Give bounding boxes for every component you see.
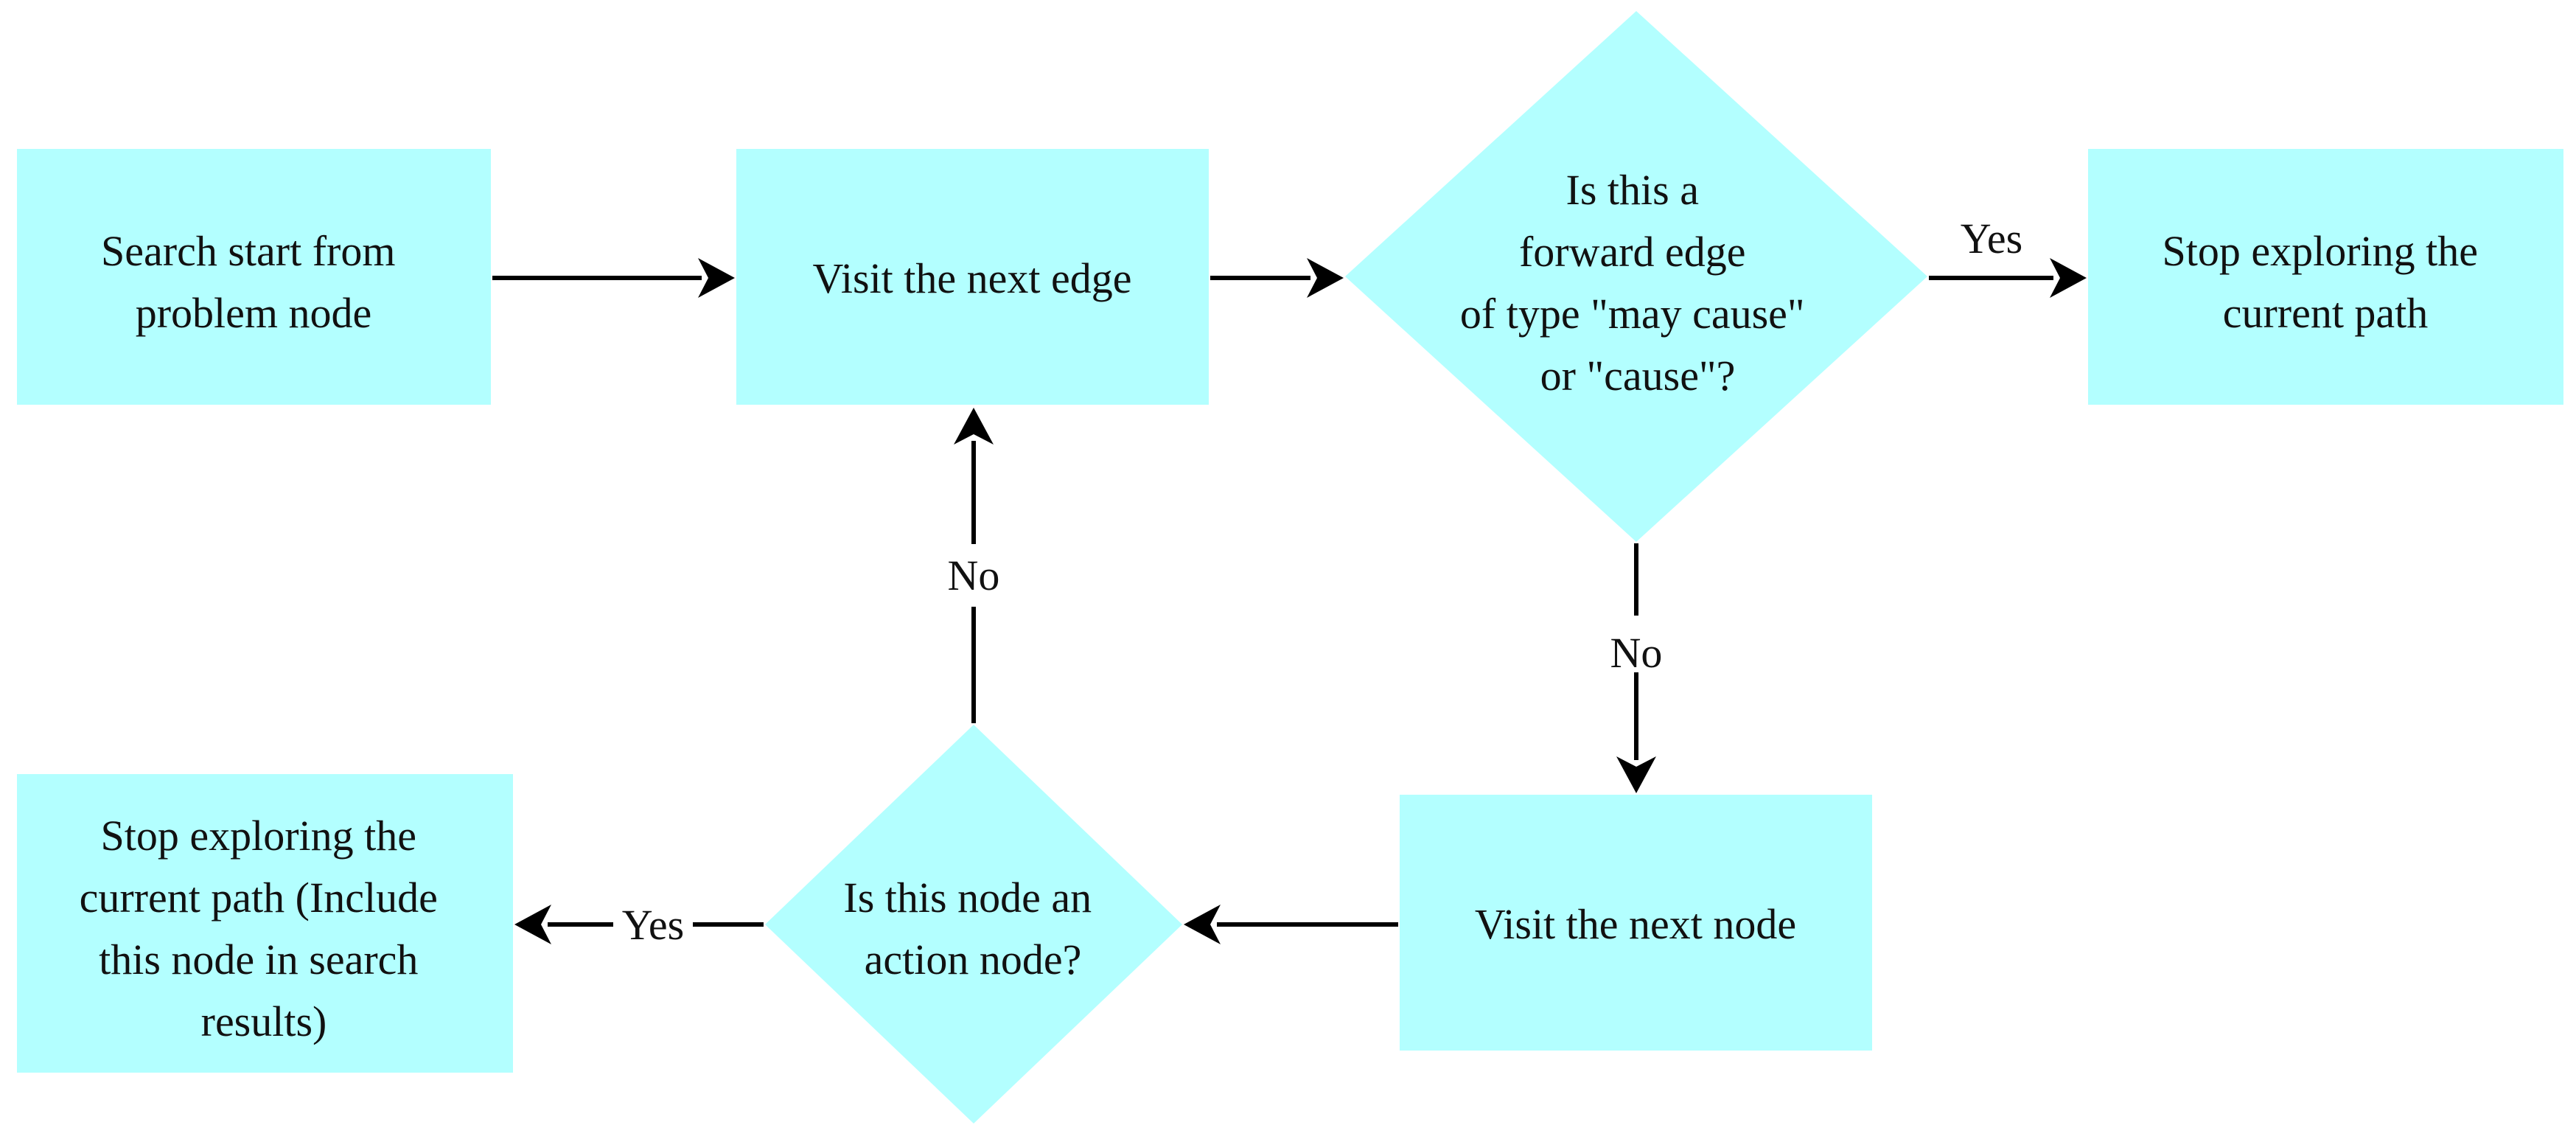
decision-action-node-diamond <box>765 725 1182 1124</box>
edge-start-to-visit-edge <box>492 258 735 298</box>
node-visit-next-edge-text: Visit the next edge <box>812 254 1131 302</box>
decision-action-node-line-1: Is this node an <box>843 874 1092 922</box>
decision-action-node-line-2: action node? <box>865 936 1082 983</box>
node-stop-include-result-line-3: this node in search <box>99 936 418 983</box>
decision-action-node: Is this node an action node? <box>765 725 1182 1124</box>
edge-action-no: No <box>948 408 1000 723</box>
node-stop-include-result-line-2: current path (Include <box>80 874 438 922</box>
node-search-start-box <box>17 149 491 405</box>
edge-decision-no: No <box>1610 543 1663 793</box>
node-search-start: Search start from problem node <box>17 149 491 405</box>
edge-decision-no-label: No <box>1610 629 1663 677</box>
node-stop-include-result-line-1: Stop exploring the <box>100 812 416 860</box>
node-stop-current-path-text: Stop exploring the current path <box>2162 227 2488 337</box>
node-stop-current-path-line-1: Stop exploring the <box>2162 227 2478 275</box>
node-stop-current-path: Stop exploring the current path <box>2088 149 2563 405</box>
edge-action-yes-arrowhead <box>514 905 551 944</box>
node-visit-next-edge-box <box>736 149 1209 405</box>
decision-forward-edge: Is this a forward edge of type "may caus… <box>1345 11 1927 542</box>
node-visit-next-edge-line-1: Visit the next edge <box>812 254 1131 302</box>
node-stop-include-result: Stop exploring the current path (Include… <box>17 774 513 1073</box>
decision-forward-edge-diamond <box>1345 11 1927 542</box>
node-visit-next-edge: Visit the next edge <box>736 149 1209 405</box>
node-visit-next-node-box <box>1400 795 1872 1051</box>
node-search-start-line-2: problem node <box>136 289 372 337</box>
edge-visit-edge-to-decision <box>1210 258 1344 298</box>
decision-forward-edge-line-1: Is this a <box>1566 166 1699 214</box>
node-stop-include-result-line-4: results) <box>201 997 327 1045</box>
edge-visit-node-to-action-decision <box>1184 905 1398 944</box>
node-visit-next-node-text: Visit the next node <box>1475 900 1796 948</box>
edge-action-no-label: No <box>948 551 1000 599</box>
decision-forward-edge-line-4: or "cause"? <box>1540 352 1736 400</box>
node-stop-current-path-line-2: current path <box>2223 289 2429 337</box>
edge-action-yes-label: Yes <box>622 901 684 949</box>
edge-decision-no-arrowhead <box>1616 756 1656 793</box>
edge-decision-yes-label: Yes <box>1961 215 2022 262</box>
edge-action-yes: Yes <box>514 901 764 949</box>
edge-decision-yes: Yes <box>1929 215 2087 298</box>
node-visit-next-node-line-1: Visit the next node <box>1475 900 1796 948</box>
edge-visit-node-to-action-decision-arrowhead <box>1184 905 1221 944</box>
edge-visit-edge-to-decision-arrowhead <box>1307 258 1344 298</box>
node-stop-current-path-box <box>2088 149 2563 405</box>
decision-action-node-text: Is this node an action node? <box>843 874 1102 983</box>
decision-forward-edge-line-2: forward edge <box>1519 228 1746 276</box>
node-stop-include-result-text: Stop exploring the current path (Include… <box>80 812 449 1045</box>
node-search-start-text: Search start from problem node <box>101 227 406 337</box>
edge-start-to-visit-edge-arrowhead <box>698 258 735 298</box>
decision-forward-edge-text: Is this a forward edge of type "may caus… <box>1460 166 1815 400</box>
node-search-start-line-1: Search start from <box>101 227 395 275</box>
node-visit-next-node: Visit the next node <box>1400 795 1872 1051</box>
decision-forward-edge-line-3: of type "may cause" <box>1460 290 1805 338</box>
edge-decision-yes-arrowhead <box>2050 258 2087 298</box>
edge-action-no-arrowhead <box>954 408 994 445</box>
node-stop-include-result-box <box>17 774 513 1073</box>
